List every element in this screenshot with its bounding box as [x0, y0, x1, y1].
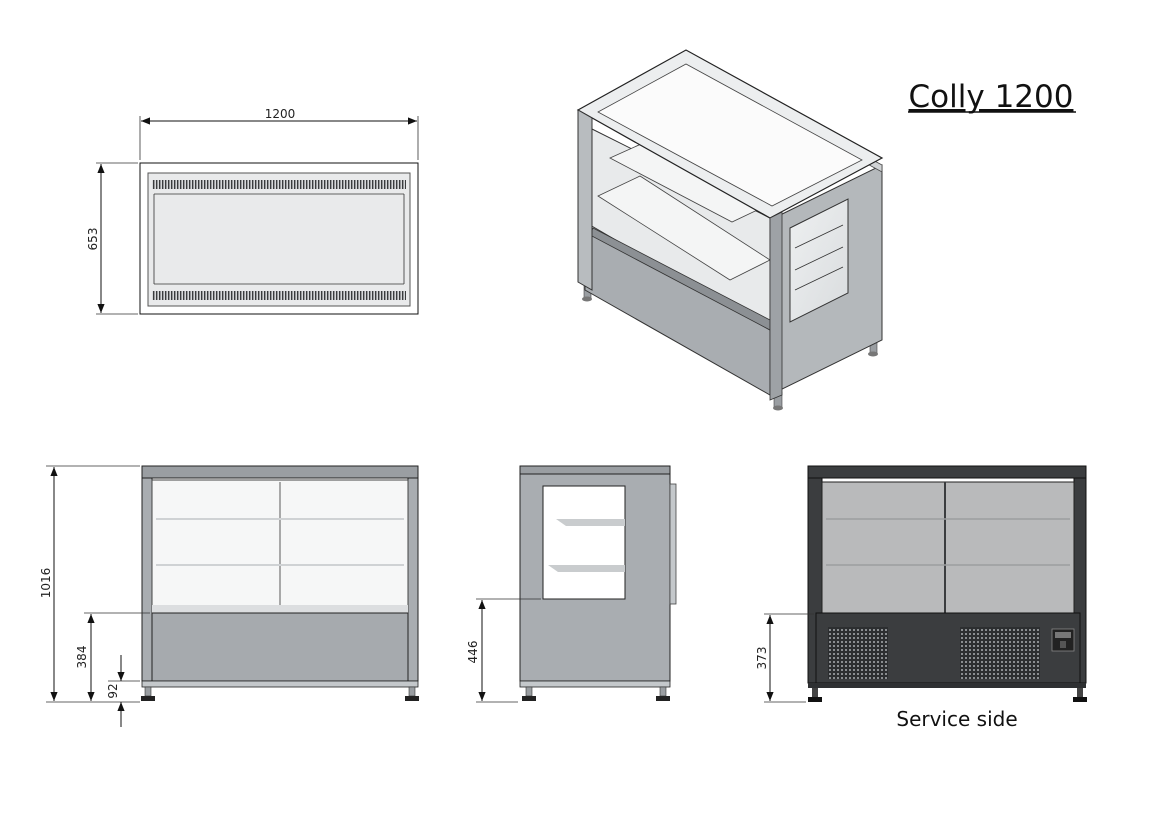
iso-top-glass: [597, 63, 863, 207]
service-side-caption: Service side: [896, 707, 1017, 731]
side-window: [542, 485, 626, 600]
dim-width-label: 1200: [265, 107, 296, 121]
dim-leg-label: 92: [106, 683, 120, 698]
service-grill-left: [828, 627, 888, 679]
front-lower-panel: [151, 612, 409, 682]
front-view: 1016 384 92: [39, 465, 419, 727]
service-grill-right: [960, 627, 1040, 679]
top-view: 1200 653: [86, 107, 419, 315]
dim-height-label: 1016: [39, 568, 53, 599]
side-view: 446: [466, 465, 677, 703]
service-glass: [821, 481, 1075, 614]
drawing-title: Colly 1200: [909, 79, 1074, 115]
top-view-glass: [147, 172, 411, 307]
dim-service-label: 373: [755, 647, 769, 670]
dim-counter-label: 384: [75, 646, 89, 669]
dim-depth-label: 653: [86, 228, 100, 251]
top-view-vent-rear: [152, 180, 406, 189]
service-view: 373 Service side: [755, 465, 1087, 731]
dim-side-window-label: 446: [466, 641, 480, 664]
isometric-view: [576, 49, 884, 411]
front-top-frame: [141, 465, 419, 479]
top-view-vent-front: [152, 291, 406, 300]
